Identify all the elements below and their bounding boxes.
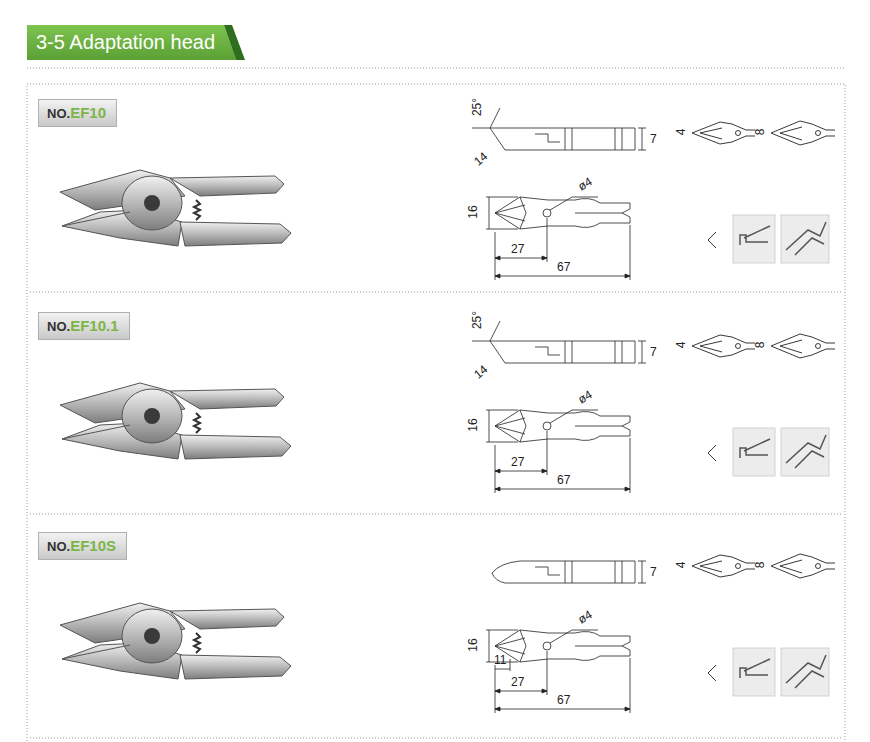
dimension-value: 8 [753, 129, 767, 136]
dimension-value: 27 [511, 675, 524, 689]
model-number-box: NO.EF10 [38, 99, 117, 127]
dimension-value: 8 [753, 562, 767, 569]
ef10s-drawings [60, 554, 835, 713]
section-header [27, 25, 845, 68]
dimension-value: 7 [650, 345, 657, 359]
dimension-value: 27 [511, 242, 524, 256]
dimension-value: 4 [674, 342, 688, 349]
dotted-frame [27, 84, 845, 742]
dimension-value: 7 [650, 132, 657, 146]
dimension-value: 14 [471, 149, 490, 168]
dimension-value: 8 [753, 342, 767, 349]
dimension-value: 25° [470, 311, 484, 329]
model-code: EF10S [70, 537, 116, 554]
dimension-value: ø4 [575, 607, 594, 626]
ef10-1-drawings [60, 321, 835, 493]
section-title: 3-5 Adaptation head [36, 30, 215, 54]
dimension-value: 11 [494, 653, 506, 667]
dimension-value: 67 [557, 260, 570, 274]
dimension-value: ø4 [575, 387, 594, 406]
dimension-value: 14 [471, 362, 490, 381]
model-prefix: NO. [47, 539, 70, 554]
model-prefix: NO. [47, 106, 70, 121]
dimension-value: 16 [466, 205, 480, 218]
dimension-value: 16 [466, 638, 480, 651]
dimension-value: 67 [557, 473, 570, 487]
dimension-value: 4 [674, 562, 688, 569]
model-number-box: NO.EF10.1 [38, 312, 130, 340]
model-prefix: NO. [47, 319, 70, 334]
model-code: EF10.1 [70, 317, 118, 334]
dimension-value: ø4 [575, 174, 594, 193]
dimension-value: 7 [650, 565, 657, 579]
model-code: EF10 [70, 104, 106, 121]
dimension-value: 25° [470, 98, 484, 116]
dimension-value: 16 [466, 418, 480, 431]
ef10-drawings [60, 108, 835, 280]
dimension-value: 4 [674, 129, 688, 136]
dimension-value: 67 [557, 693, 570, 707]
dimension-value: 27 [511, 455, 524, 469]
model-number-box: NO.EF10S [38, 532, 127, 560]
